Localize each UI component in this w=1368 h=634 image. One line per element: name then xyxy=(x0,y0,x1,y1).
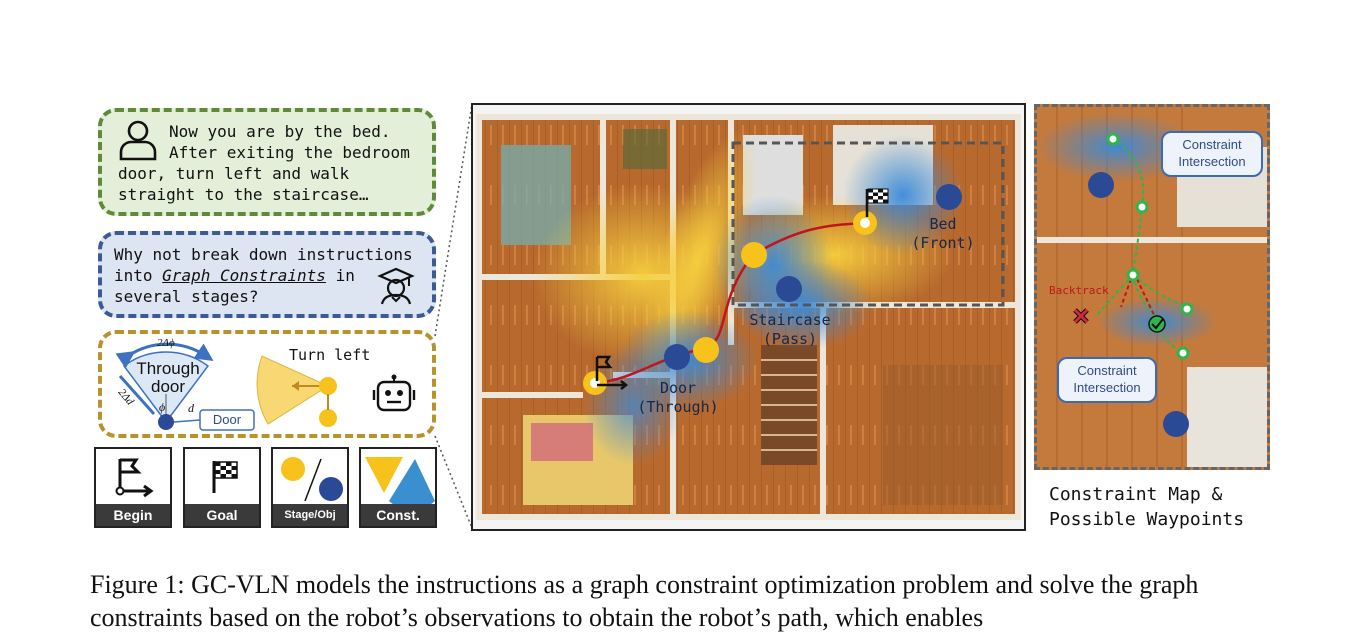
d-label: d xyxy=(188,401,194,415)
instruction-bubble xyxy=(98,108,436,216)
legend-stage-obj: Stage/Obj xyxy=(271,447,349,528)
angle-label: 2Δϕ xyxy=(157,337,175,349)
zoom-connector-lines xyxy=(434,103,473,529)
floor-plan-map: Bed (Front) Staircase (Pass) Door (Throu… xyxy=(471,103,1026,531)
goal-flag-icon xyxy=(212,461,238,493)
door-tag: Door xyxy=(212,412,242,427)
constraint-map-title: Constraint Map & Possible Waypoints xyxy=(1049,484,1245,530)
instruction-line-4: straight to the staircase… xyxy=(118,185,369,204)
graduate-icon xyxy=(377,267,415,305)
floor-plan-render xyxy=(473,105,1024,529)
robot-icon xyxy=(372,374,416,412)
legend-stage-obj-label: Stage/Obj xyxy=(273,504,347,526)
legend-begin-label: Begin xyxy=(96,504,170,526)
question-line-2: into Graph Constraints in xyxy=(114,266,355,285)
constraint-intersection-callout-top: Constraint Intersection xyxy=(1161,131,1263,177)
phi-label: ϕ xyxy=(159,400,166,414)
bed-label: Bed (Front) xyxy=(911,215,975,252)
turn-left-label: Turn left xyxy=(289,346,371,364)
question-bubble xyxy=(98,231,436,318)
constraint-intersection-callout-bottom: Constraint Intersection xyxy=(1057,357,1157,403)
staircase-label: Staircase (Pass) xyxy=(749,311,831,348)
question-line-3: several stages? xyxy=(114,287,259,306)
door-label: Door (Through) xyxy=(637,379,719,416)
instruction-line-3: door, turn left and walk xyxy=(118,164,350,183)
legend-const-label: Const. xyxy=(361,504,435,526)
begin-flag-icon xyxy=(115,458,154,498)
legend-begin: Begin xyxy=(94,447,172,528)
user-icon xyxy=(119,120,157,161)
constraint-map-zoom: Constraint Intersection Constraint Inter… xyxy=(1034,104,1270,470)
legend-const: Const. xyxy=(359,447,437,528)
legend-goal-label: Goal xyxy=(185,504,259,526)
figure-caption: Figure 1: GC-VLN models the instructions… xyxy=(90,570,1199,632)
constraint-illustration xyxy=(115,342,337,431)
backtrack-label: Backtrack xyxy=(1049,284,1109,297)
constraint-sector-icon xyxy=(365,457,435,505)
stage-object-icon xyxy=(281,457,343,502)
instruction-line-1: Now you are by the bed. xyxy=(169,122,391,141)
instruction-line-2: After exiting the bedroom xyxy=(169,143,410,162)
question-line-1: Why not break down instructions xyxy=(114,245,413,264)
legend-goal: Goal xyxy=(183,447,261,528)
